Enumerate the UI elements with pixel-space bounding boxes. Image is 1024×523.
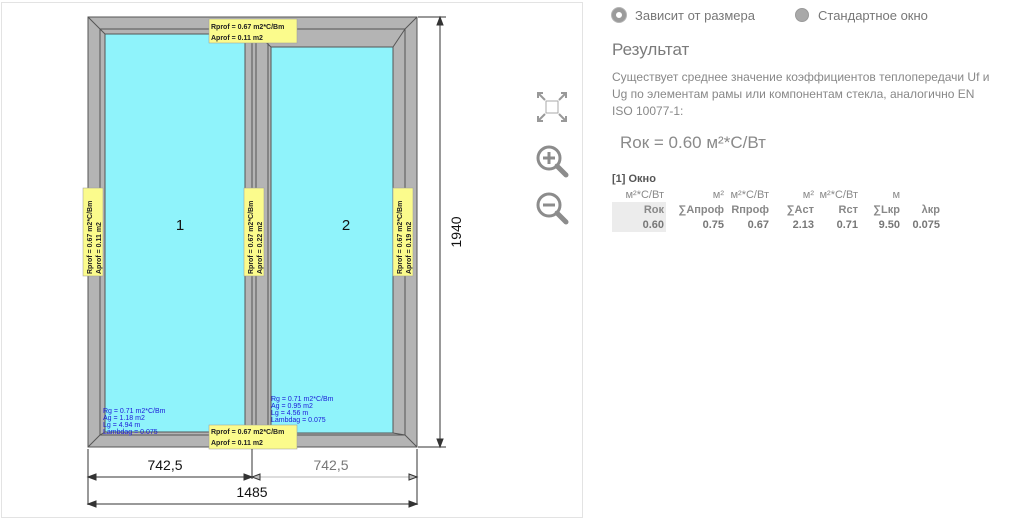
unit-cell: м²*С/Вт	[730, 188, 769, 201]
value-cell: 0.75	[702, 218, 724, 231]
profile-label-right-line1: Rprof = 0.67 m2*C/Bm	[397, 201, 404, 274]
value-cell: 0.60	[612, 217, 666, 232]
unit-cell: м²*С/Вт	[625, 188, 664, 201]
unit-cell: м²	[802, 188, 814, 201]
glass-2-ag: Ag = 0.95 m2	[271, 403, 313, 410]
dimension-width-total-value[interactable]: 1485	[236, 484, 267, 500]
glass-2-info: Rg = 0.71 m2*C/Bm Ag = 0.95 m2 Lg = 4.56…	[271, 396, 334, 424]
glass-2	[270, 46, 394, 434]
radio-selected-icon[interactable]	[612, 8, 626, 22]
unit-cell: м²	[712, 188, 724, 201]
rok-main-value: Rок = 0.60 м²*С/Вт	[620, 133, 766, 152]
radio-standard-window-label: Стандартное окно	[818, 7, 928, 23]
header-cell: λкр	[921, 203, 940, 216]
value-cell: 2.13	[792, 218, 814, 231]
window-drawing-panel: 1 2 Rprof = 0.67 m2*C/Bm Aprof = 0.11 m2…	[1, 2, 583, 518]
header-cell: ∑Lкр	[873, 203, 900, 216]
dimension-width-total[interactable]	[86, 500, 419, 508]
window-type-radio-group: Зависит от размера Стандартное окно	[612, 6, 1012, 24]
profile-label-top-line2: Aprof = 0.11 m2	[211, 35, 263, 42]
unit-cell: м²*С/Вт	[819, 188, 858, 201]
value-cell: 0.67	[747, 218, 769, 231]
glass-1-lambda: Lambdag = 0.075	[103, 429, 158, 436]
radio-unselected-icon[interactable]	[795, 8, 809, 22]
profile-label-mullion-line2: Aprof = 0.22 m2	[257, 222, 264, 274]
glass-2-rg: Rg = 0.71 m2*C/Bm	[271, 396, 334, 403]
profile-label-bottom-line2: Aprof = 0.11 m2	[211, 440, 263, 447]
profile-label-top[interactable]: Rprof = 0.67 m2*C/Bm Aprof = 0.11 m2	[208, 18, 298, 44]
header-cell: Rст	[838, 203, 858, 216]
glass-2-lambda: Lambdag = 0.075	[271, 417, 326, 424]
profile-label-mullion[interactable]: Rprof = 0.67 m2*C/Bm Aprof = 0.22 m2	[243, 187, 265, 277]
glass-1-lg: Lg = 4.94 m	[103, 422, 140, 429]
profile-label-bottom-line1: Rprof = 0.67 m2*C/Bm	[211, 429, 284, 436]
table-header-row: Rок ∑Апроф Rпроф ∑Aст Rст ∑Lкр λкр	[612, 202, 940, 217]
radio-standard-window[interactable]: Стандартное окно	[795, 8, 928, 23]
glass-2-lg: Lg = 4.56 m	[271, 410, 308, 417]
dimension-height[interactable]	[418, 15, 446, 449]
table-title: [1] Окно	[612, 173, 656, 185]
profile-label-left-line1: Rprof = 0.67 m2*C/Bm	[87, 201, 94, 274]
table-row: 0.60 0.75 0.67 2.13 0.71 9.50 0.075	[612, 217, 940, 232]
header-cell: ∑Aст	[786, 203, 814, 216]
dimension-width-right-value[interactable]: 742,5	[313, 457, 348, 473]
result-description: Существует среднее значение коэффициенто…	[612, 70, 990, 118]
results-table: м²*С/Вт м² м²*С/Вт м² м²*С/Вт м Rок ∑Апр…	[612, 187, 940, 232]
dimension-height-value[interactable]: 1940	[448, 216, 464, 247]
profile-label-left[interactable]: Rprof = 0.67 m2*C/Bm Aprof = 0.11 m2	[82, 187, 104, 277]
result-title: Результат	[612, 40, 690, 59]
radio-depends-on-size-label: Зависит от размера	[635, 7, 755, 23]
value-cell: 9.50	[878, 218, 900, 231]
glass-1	[104, 33, 246, 433]
results-panel: Зависит от размера Стандартное окно Резу…	[612, 6, 1012, 232]
profile-label-right-line2: Aprof = 0.19 m2	[406, 222, 413, 274]
glass-1-rg: Rg = 0.71 m2*C/Bm	[103, 408, 166, 415]
glass-1-info: Rg = 0.71 m2*C/Bm Ag = 1.18 m2 Lg = 4.94…	[103, 408, 166, 436]
profile-label-right[interactable]: Rprof = 0.67 m2*C/Bm Aprof = 0.19 m2	[392, 187, 414, 277]
header-cell: Rпроф	[731, 203, 769, 216]
sash-1-number: 1	[176, 217, 184, 234]
unit-cell	[900, 187, 940, 202]
window-drawing: 1 2 Rprof = 0.67 m2*C/Bm Aprof = 0.11 m2…	[82, 15, 464, 508]
table-units-row: м²*С/Вт м² м²*С/Вт м² м²*С/Вт м	[612, 187, 940, 202]
profile-label-bottom[interactable]: Rprof = 0.67 m2*C/Bm Aprof = 0.11 m2	[208, 424, 298, 450]
unit-cell: м	[892, 188, 900, 201]
dimension-width-left-value[interactable]: 742,5	[147, 457, 182, 473]
radio-depends-on-size[interactable]: Зависит от размера	[612, 8, 755, 23]
profile-label-mullion-line1: Rprof = 0.67 m2*C/Bm	[248, 201, 255, 274]
dimension-width-sections[interactable]	[86, 449, 419, 505]
header-cell: ∑Апроф	[678, 203, 725, 216]
value-cell: 0.075	[912, 218, 940, 231]
profile-label-left-line2: Aprof = 0.11 m2	[96, 222, 103, 274]
header-cell: Rок	[612, 202, 666, 217]
zoom-out-icon[interactable]	[535, 191, 571, 229]
fit-to-screen-icon[interactable]	[535, 90, 569, 124]
sash-2[interactable]	[251, 28, 406, 436]
profile-label-top-line1: Rprof = 0.67 m2*C/Bm	[211, 24, 284, 31]
zoom-in-icon[interactable]	[535, 144, 571, 182]
sash-2-number: 2	[342, 217, 350, 234]
value-cell: 0.71	[836, 218, 858, 231]
glass-1-ag: Ag = 1.18 m2	[103, 415, 145, 422]
